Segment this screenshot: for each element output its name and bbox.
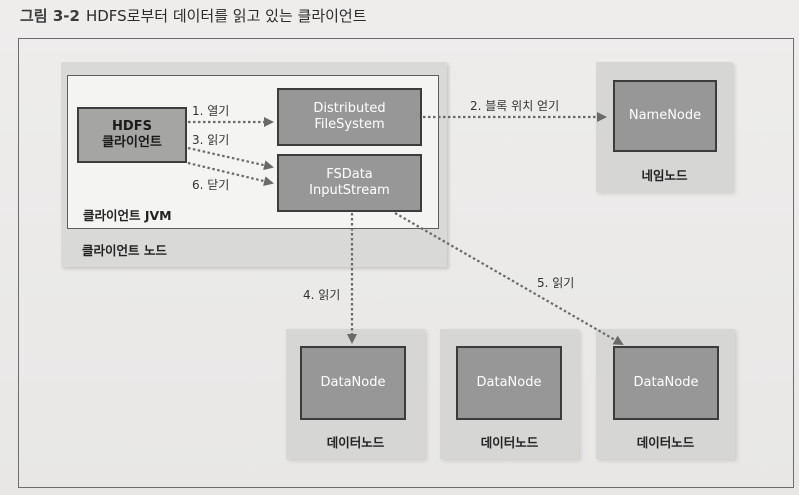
hdfs-client-box: HDFS 클라이언트 (77, 107, 187, 163)
fsdata-inputstream-box: FSData InputStream (277, 154, 422, 212)
arrow-read-stream (187, 146, 274, 171)
step-open-label: 1. 열기 (192, 104, 230, 118)
step-close-label: 6. 닫기 (192, 178, 230, 192)
datanode-caption-3: 데이터노드 (636, 435, 695, 450)
step-read4-label: 4. 읽기 (303, 288, 341, 302)
datanode-label-3: DataNode (633, 375, 699, 390)
distributed-filesystem-box: Distributed FileSystem (277, 88, 422, 146)
arrow-read-datanode-3 (394, 212, 624, 345)
figure-number: 그림 3-2 (20, 7, 80, 25)
arrow-close (187, 161, 274, 187)
client-node-label: 클라이언트 노드 (82, 243, 167, 258)
namenode-caption: 네임노드 (641, 168, 688, 183)
client-jvm-label: 클라이언트 JVM (83, 208, 172, 223)
step-get-block-locations-label: 2. 블록 위치 얻기 (470, 99, 560, 113)
datanode-box-1: DataNode (300, 346, 406, 420)
namenode-label: NameNode (628, 108, 702, 123)
hdfs-client-line2: 클라이언트 (102, 135, 162, 150)
hdfs-client-line1: HDFS (112, 119, 152, 134)
distributed-filesystem-line1: Distributed (313, 101, 386, 116)
fsdata-inputstream-line2: InputStream (309, 183, 390, 198)
fsdata-inputstream-line1: FSData (326, 167, 373, 182)
datanode-box-2: DataNode (456, 346, 562, 420)
namenode-box: NameNode (613, 80, 717, 152)
datanode-caption-1: 데이터노드 (326, 435, 385, 450)
datanode-label-2: DataNode (476, 375, 542, 390)
datanode-label-1: DataNode (320, 375, 386, 390)
datanode-box-3: DataNode (613, 346, 719, 420)
distributed-filesystem-line2: FileSystem (314, 117, 385, 132)
datanode-caption-2: 데이터노드 (480, 435, 539, 450)
figure-title: HDFS로부터 데이터를 읽고 있는 클라이언트 (85, 7, 367, 25)
step-read5-label: 5. 읽기 (537, 276, 575, 290)
figure-caption: 그림 3-2 HDFS로부터 데이터를 읽고 있는 클라이언트 (20, 5, 367, 26)
diagram-frame (18, 38, 794, 488)
step-read3-label: 3. 읽기 (192, 133, 230, 147)
